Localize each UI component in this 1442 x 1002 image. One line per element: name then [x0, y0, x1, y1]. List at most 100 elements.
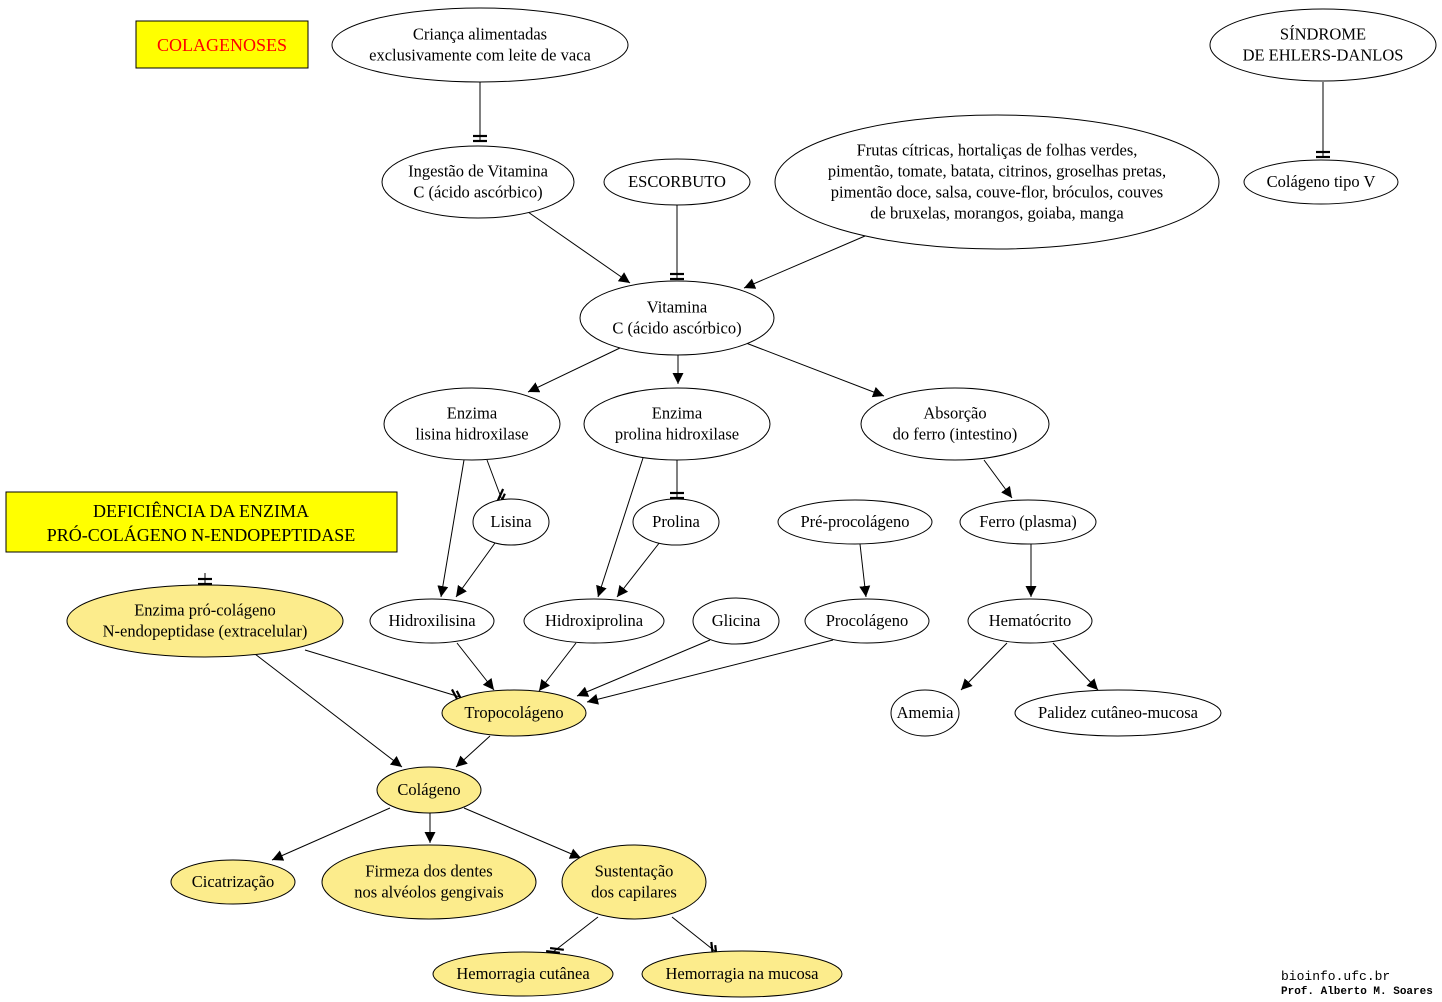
node-label: Enzima pró-colágeno [134, 601, 276, 620]
node-label: lisina hidroxilase [415, 425, 528, 444]
node-lisina: Lisina [472, 498, 550, 546]
edge-arrow [455, 542, 496, 598]
node-palidez: Palidez cutâneo-mucosa [1014, 689, 1222, 737]
node-colageno-v: Colágeno tipo V [1243, 159, 1399, 205]
node-label: Hidroxilisina [388, 611, 476, 630]
edge-arrow [437, 459, 465, 598]
node-hemorragia-mucosa: Hemorragia na mucosa [641, 950, 843, 998]
nodes-layer: Criança alimentadas exclusivamente com le… [66, 7, 1437, 998]
node-ferro: Ferro (plasma) [959, 499, 1097, 545]
node-label: Hematócrito [989, 611, 1071, 630]
node-sindrome: SÍNDROME DE EHLERS-DANLOS [1209, 8, 1437, 82]
footer-author: Prof. Alberto M. Soares [1281, 986, 1433, 998]
node-prolina-hidroxilase: Enzima prolina hidroxilase [583, 387, 771, 461]
node-frutas: Frutas cítricas, hortaliças de folhas ve… [774, 114, 1220, 250]
edge-arrow [463, 807, 582, 859]
edge-arrow [527, 211, 631, 284]
node-label: do ferro (intestino) [893, 425, 1018, 444]
deficiency-line: DEFICIÊNCIA DA ENZIMA [93, 500, 309, 521]
node-hidroxilisina: Hidroxilisina [369, 598, 495, 644]
edge-arrow [960, 642, 1008, 691]
node-label: Criança alimentadas [413, 25, 547, 44]
node-hematocrito: Hematócrito [967, 598, 1093, 644]
node-label: Frutas cítricas, hortaliças de folhas ve… [857, 141, 1138, 160]
colagenoses-title-box: COLAGENOSES [135, 20, 309, 69]
node-label: Amemia [897, 703, 954, 722]
deficiency-box: DEFICIÊNCIA DA ENZIMA PRÓ-COLÁGENO N-ENDO… [5, 491, 398, 553]
node-colageno: Colágeno [376, 766, 482, 814]
edge-tee [473, 82, 487, 143]
edge-slash [304, 649, 465, 704]
boxes-layer: COLAGENOSES DEFICIÊNCIA DA ENZIMA PRÓ-COLÁ… [5, 20, 398, 553]
edge-arrow [1052, 642, 1099, 691]
node-lisina-hidroxilase: Enzima lisina hidroxilase [383, 387, 561, 461]
node-label: Firmeza dos dentes [365, 862, 492, 881]
node-label: Enzima [447, 404, 498, 423]
node-tropocolageno: Tropocolágeno [441, 689, 587, 737]
node-label: pimentão, tomate, batata, citrinos, gros… [828, 162, 1166, 181]
node-label: Ferro (plasma) [979, 512, 1077, 531]
footer-site: bioinfo.ufc.br [1281, 969, 1390, 984]
edges-layer [198, 82, 1330, 960]
edge-arrow [586, 639, 834, 705]
node-label: Colágeno [397, 780, 460, 799]
node-cicatrizacao: Cicatrização [170, 859, 296, 905]
edge-arrow [254, 653, 403, 768]
edge-arrow [743, 235, 866, 289]
node-label: Absorção [923, 404, 986, 423]
node-label: Hemorragia na mucosa [665, 964, 819, 983]
edge-slash [545, 916, 599, 954]
node-firmeza: Firmeza dos dentes nos alvéolos gengivais [321, 844, 537, 920]
node-prolina: Prolina [632, 498, 720, 546]
node-label: nos alvéolos gengivais [354, 883, 503, 902]
node-ingestao: Ingestão de Vitamina C (ácido ascórbico) [381, 145, 575, 219]
node-hemorragia-cutanea: Hemorragia cutânea [432, 951, 614, 997]
edge-arrow [596, 457, 644, 598]
node-label: Colágeno tipo V [1267, 172, 1376, 191]
node-crianca: Criança alimentadas exclusivamente com le… [331, 7, 629, 83]
footer: bioinfo.ufc.br Prof. Alberto M. Soares [1281, 969, 1433, 998]
node-amemia: Amemia [890, 689, 960, 737]
node-label: Pré-procolágeno [800, 512, 909, 531]
node-label: de bruxelas, morangos, goiaba, manga [870, 204, 1124, 223]
edge-tee [1316, 82, 1330, 159]
edge-arrow [983, 459, 1013, 499]
node-label: Procolágeno [826, 611, 908, 630]
node-label: Glicina [712, 611, 761, 630]
node-label: prolina hidroxilase [615, 425, 739, 444]
node-label: Sustentação [595, 862, 674, 881]
node-label: pimentão doce, salsa, couve-flor, brócul… [831, 183, 1163, 202]
node-label: Hemorragia cutânea [456, 964, 590, 983]
node-label: Vitamina [647, 298, 708, 317]
edge-arrow [616, 541, 661, 598]
edge-arrow [538, 642, 577, 692]
node-label: ESCORBUTO [628, 172, 726, 191]
colagenoses-title: COLAGENOSES [157, 35, 287, 55]
node-label: Prolina [652, 512, 700, 531]
node-glicina: Glicina [692, 597, 780, 645]
node-procolageno: Procolágeno [804, 598, 930, 644]
edge-tee [670, 205, 684, 281]
node-label: Cicatrização [192, 872, 274, 891]
node-label: Enzima [652, 404, 703, 423]
node-label: C (ácido ascórbico) [612, 319, 741, 338]
node-label: N-endopeptidase (extracelular) [103, 622, 308, 641]
edge-arrow [859, 543, 871, 598]
node-label: Lisina [490, 512, 532, 531]
node-vitamina: Vitamina C (ácido ascórbico) [579, 280, 775, 356]
node-label: exclusivamente com leite de vaca [369, 46, 591, 65]
node-label: SÍNDROME [1280, 25, 1366, 44]
node-label: C (ácido ascórbico) [413, 183, 542, 202]
node-label: DE EHLERS-DANLOS [1243, 46, 1404, 65]
node-label: Ingestão de Vitamina [408, 162, 549, 181]
edge-arrow [456, 642, 495, 691]
edge-arrow [576, 639, 711, 697]
node-label: Palidez cutâneo-mucosa [1038, 703, 1199, 722]
deficiency-line: PRÓ-COLÁGENO N-ENDOPEPTIDASE [47, 524, 356, 545]
node-escorbuto: ESCORBUTO [603, 158, 751, 206]
edge-arrow [455, 735, 491, 768]
edge-arrow [745, 342, 885, 398]
